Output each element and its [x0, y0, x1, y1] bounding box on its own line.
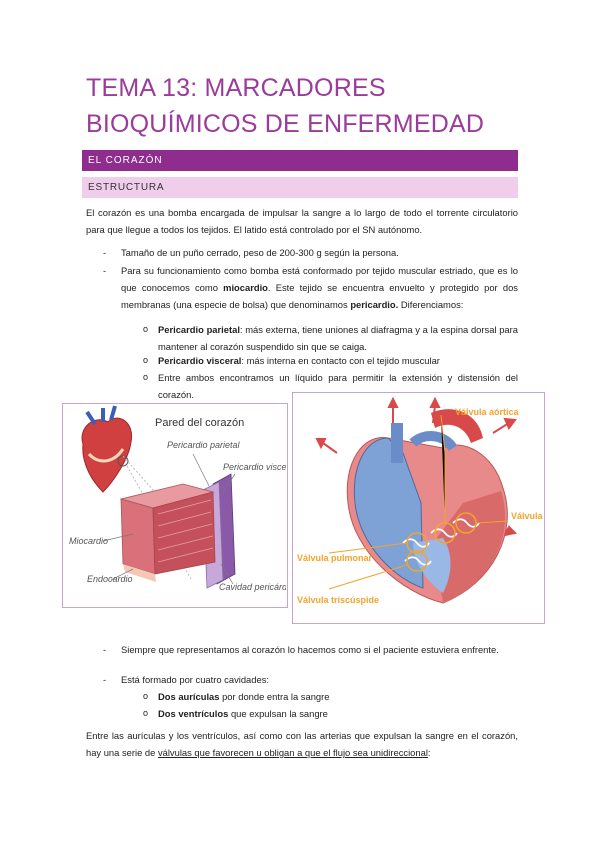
bullet-size: Tamaño de un puño cerrado, peso de 200-3…: [121, 247, 399, 258]
label-pericardio-parietal: Pericardio parietal: [167, 440, 241, 450]
term-auriculas: Dos aurículas: [158, 691, 220, 702]
heart-wall-figure: Pared del corazón Pericardio parietal Pe…: [62, 403, 299, 608]
bullet-marker: -: [103, 674, 107, 685]
heart-body: [346, 409, 508, 604]
sub-item-ventriculos-text: que expulsan la sangre: [228, 708, 328, 719]
bullet-representation: Siempre que representamos al corazón lo …: [121, 644, 499, 655]
bullet-structure-text-3: Diferenciamos:: [398, 299, 464, 310]
label-valvula-pulmonar: Válvula pulmonar: [297, 553, 373, 563]
sub-item-liquid: Entre ambos encontramos un líquido para …: [158, 372, 518, 400]
sub-item-parietal: Pericardio parietal: más externa, tiene …: [158, 321, 518, 355]
sub-marker: o: [143, 372, 149, 382]
term-pericardio-parietal: Pericardio parietal: [158, 324, 240, 335]
heart-valves-illustration: Válvula aórtica Válvula mitral Válvula p…: [297, 396, 570, 605]
label-cavidad-pericardica: Cavidad pericárdica: [219, 582, 286, 592]
label-miocardio: Miocardio: [69, 536, 108, 546]
term-pericardio: pericardio.: [350, 299, 399, 310]
sub-marker: o: [143, 708, 149, 718]
heart-valves-figure: Válvula aórtica Válvula mitral Válvula p…: [292, 392, 570, 624]
intro-paragraph: El corazón es una bomba encargada de imp…: [86, 207, 518, 235]
label-pericardio-visceral: Pericardio visceral: [223, 462, 286, 472]
label-valvula-mitral-text: Válvula mitral: [511, 511, 543, 521]
bullet-structure-text: Para su funcionamiento como bomba está c…: [121, 265, 518, 293]
label-endocardio: Endocardio: [87, 574, 133, 584]
bullet-marker: -: [103, 265, 107, 276]
bullet-marker: -: [103, 247, 107, 258]
term-miocardio: miocardio: [223, 282, 268, 293]
sub-item-ventriculos: Dos ventrículos que expulsan la sangre: [158, 705, 518, 722]
valve-leader-lines: [328, 414, 509, 590]
sub-item-visceral-text: : más interna en contacto con el tejido …: [241, 355, 440, 366]
bullet-structure-text-2: . Este tejido se encuentra envuelto y pr…: [121, 282, 518, 310]
closing-underlined: válvulas que favorecen u obligan a que e…: [157, 747, 428, 758]
sub-marker: o: [143, 355, 149, 365]
sub-item-visceral: Pericardio visceral: más interna en cont…: [158, 352, 518, 369]
closing-colon: :: [427, 747, 431, 758]
closing-paragraph: Entre las aurículas y los ventrículos, a…: [86, 727, 518, 761]
bullet-marker: -: [103, 644, 107, 655]
closing-text: Entre las aurículas y los ventrículos, a…: [86, 730, 518, 758]
section-heading: EL CORAZÓN: [82, 150, 518, 171]
term-ventriculos: Dos ventrículos: [158, 708, 229, 719]
label-valvula-mitral: Válvula mitral: [511, 511, 543, 521]
heart-wall-illustration: Pared del corazón Pericardio parietal Pe…: [69, 405, 299, 592]
bullet-cavities: Está formado por cuatro cavidades:: [121, 674, 269, 685]
heart-icon: [81, 405, 133, 493]
sub-item-auriculas-text: por donde entra la sangre: [219, 691, 330, 702]
label-valvula-aortica: Válvula aórtica: [455, 407, 520, 417]
subsection-heading: ESTRUCTURA: [82, 177, 518, 198]
term-pericardio-visceral: Pericardio visceral: [158, 355, 242, 366]
bullet-structure: Para su funcionamiento como bomba está c…: [121, 262, 518, 313]
sub-item-auriculas: Dos aurículas por donde entra la sangre: [158, 688, 518, 705]
label-pericardio-parietal-text: Pericardio parietal: [167, 440, 241, 450]
sub-marker: o: [143, 691, 149, 701]
sub-marker: o: [143, 324, 149, 334]
myocardium-block: [119, 483, 216, 582]
sub-item-parietal-text: : más externa, tiene uniones al diafragm…: [158, 324, 518, 352]
label-valvula-tricuspide: Válvula triscúspide: [297, 595, 379, 605]
figure-title: Pared del corazón: [155, 417, 244, 429]
